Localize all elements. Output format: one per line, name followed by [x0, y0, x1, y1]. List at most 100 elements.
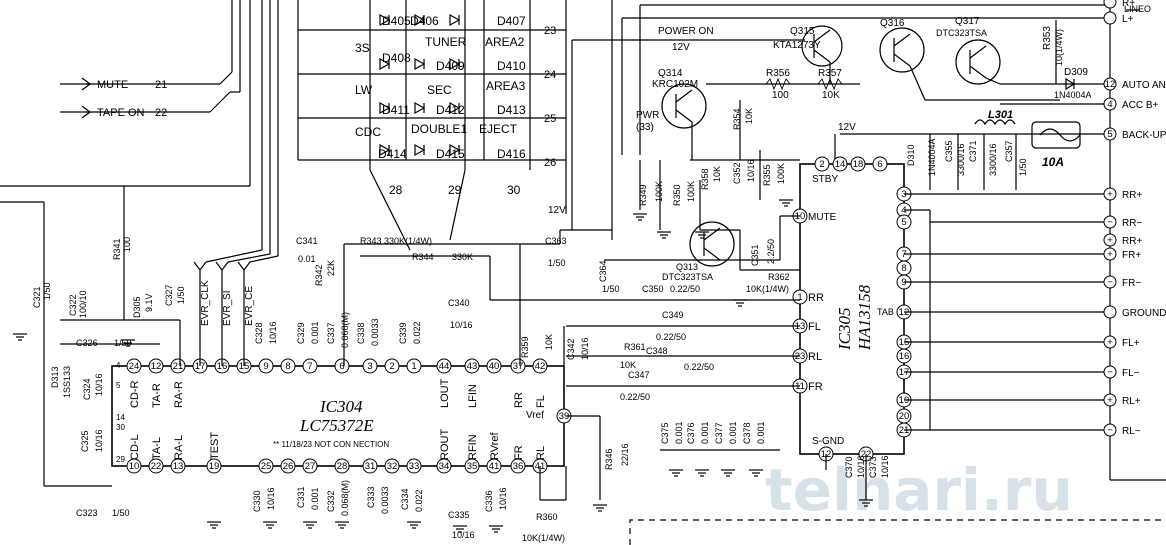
- conn-label-0: AUTO ANT: [1122, 80, 1166, 91]
- label-v0022: 0.022: [414, 489, 424, 512]
- conn-label-1: ACC B+: [1122, 100, 1159, 111]
- q315-label: Q315: [790, 26, 815, 37]
- label-r359: R359: [520, 336, 530, 358]
- label-r360: R360: [536, 512, 558, 522]
- label-r355: R355: [762, 164, 772, 186]
- km-d411: D411: [382, 103, 410, 117]
- ic304-top-label-CD-R: CD-R: [129, 380, 141, 408]
- label-c378: C378: [742, 422, 752, 444]
- label-c376: C376: [686, 422, 696, 444]
- l301-label: L301: [988, 109, 1013, 121]
- label-c325v: 10/16: [94, 429, 104, 452]
- ic304-bottom-pin-41: [486, 458, 502, 474]
- label-v0001: 0.001: [310, 487, 320, 510]
- label-c351: C351: [750, 244, 760, 266]
- conn-label-10: FL−: [1122, 368, 1140, 379]
- ic305-top-pin-18-num: 18: [853, 159, 864, 170]
- label-r349v: 100K: [654, 181, 664, 202]
- ic305-tab: TAB: [877, 307, 894, 317]
- ic304-bottom-pin-31: [362, 458, 378, 474]
- ic304-top-pin-16-num: 16: [217, 361, 228, 372]
- pwr-pin: (33): [636, 122, 654, 133]
- label-c334: C334: [400, 488, 410, 510]
- ic304-bottom-pin-25: [258, 458, 274, 474]
- ic304-bottom-pin-19-num: 19: [209, 461, 220, 472]
- d309-part: 1N4004A: [1054, 90, 1092, 100]
- km-row-23: 23: [544, 25, 556, 37]
- label-c364: C364: [598, 260, 608, 282]
- label-c323: C323: [76, 508, 98, 518]
- lineo-label: LINEO: [1124, 4, 1151, 14]
- km-area2: AREA2: [485, 35, 525, 49]
- ic304-bottom-label-TA-L: TA-L: [151, 437, 163, 460]
- matrix-diode: [379, 143, 391, 157]
- ic304-bottom-pin-36-num: 36: [513, 461, 524, 472]
- fuse-box: [1031, 121, 1081, 149]
- label-c341v: 0.01: [298, 254, 316, 264]
- r353-label: R353: [1042, 26, 1053, 50]
- label-c363v: 1/50: [548, 258, 566, 268]
- ic304-bottom-pin-41-num: 41: [489, 461, 500, 472]
- conn-label-2: BACK-UP: [1122, 130, 1166, 141]
- label-c001: 0.001: [728, 421, 738, 444]
- label-c326: C326: [76, 338, 98, 348]
- conn-label-4: RR−: [1122, 218, 1142, 229]
- label-r362: R362: [768, 272, 790, 282]
- ic304-top-pin-24: [126, 358, 142, 374]
- label-r362v: 10K(1/4W): [746, 284, 789, 294]
- dashed-boundary: [629, 519, 1166, 545]
- km-d409: D409: [436, 59, 465, 73]
- label-c322v: 100/10: [78, 290, 88, 318]
- watermark: telnari.ru: [765, 456, 1073, 524]
- ic304-bottom-pin-22: [148, 458, 164, 474]
- matrix-diode: [379, 57, 391, 71]
- km-lw: LW: [355, 83, 373, 97]
- ic304-top-pin-6-num: 6: [339, 361, 344, 372]
- evr-ce: EVR_CE: [244, 286, 255, 326]
- q316-transistor: [879, 27, 925, 73]
- c371-val: 3300/16: [988, 143, 998, 176]
- ic304-bottom-pin-34: [436, 458, 452, 474]
- ic304-top-pin-9-num: 9: [263, 361, 268, 372]
- label-c323v: 1/50: [112, 508, 130, 518]
- ic304-top-label-RA-R: RA-R: [173, 381, 185, 408]
- label-c349v: 0.22/50: [656, 332, 686, 342]
- label-d305: D305: [132, 296, 142, 318]
- ic305-left-label-RL: RL: [808, 351, 822, 363]
- conn-pin-8: [1103, 305, 1117, 319]
- km-d414: D414: [378, 147, 407, 161]
- ic304-top-pin-43-num: 43: [467, 361, 478, 372]
- ic304-top-pin-44: [436, 358, 452, 374]
- label-c338: C338: [356, 322, 366, 344]
- ic304-bottom-label-RFIN: RFIN: [467, 434, 479, 460]
- label-c350v: 0.22/50: [670, 284, 700, 294]
- ic304-side-pin-30: 30: [116, 423, 125, 432]
- ic304-top-pin-24-num: 24: [129, 361, 140, 372]
- ic304-bottom-pin-10: [126, 458, 142, 474]
- label-c333: C333: [366, 486, 376, 508]
- label-c324: C324: [82, 378, 92, 400]
- ic304-bottom-pin-35: [464, 458, 480, 474]
- label-d313v: 1SS133: [62, 366, 72, 398]
- matrix-diode: [414, 13, 426, 27]
- ic304-top-label-RR: RR: [513, 392, 525, 408]
- label-r360v: 10K(1/4W): [522, 533, 565, 543]
- conn-pin-rplus: [1103, 0, 1117, 9]
- ic304-top-pin-1: [406, 358, 422, 374]
- label-c336v: 10/16: [498, 487, 508, 510]
- ic304-top-pin-21-num: 21: [173, 361, 184, 372]
- q314-part: KRC102M: [652, 79, 698, 90]
- label-r343: R343 330K(1/4W): [360, 236, 432, 246]
- label-d305v: 9.1V: [144, 293, 154, 312]
- label-c001: 0.001: [700, 421, 710, 444]
- label-v1016: 10/16: [268, 321, 278, 344]
- ic304-top-pin-21: [170, 358, 186, 374]
- signal-wiring: [0, 0, 1104, 501]
- ic304-note: ** 11/18/23 NOT CON NECTION: [273, 440, 389, 449]
- conn-pin-1-num: 4: [1107, 99, 1112, 110]
- conn-label-11: RL+: [1122, 396, 1141, 407]
- km-row-26: 26: [544, 157, 556, 169]
- label-r342v: 22K: [326, 260, 336, 276]
- matrix-diode: [449, 13, 461, 27]
